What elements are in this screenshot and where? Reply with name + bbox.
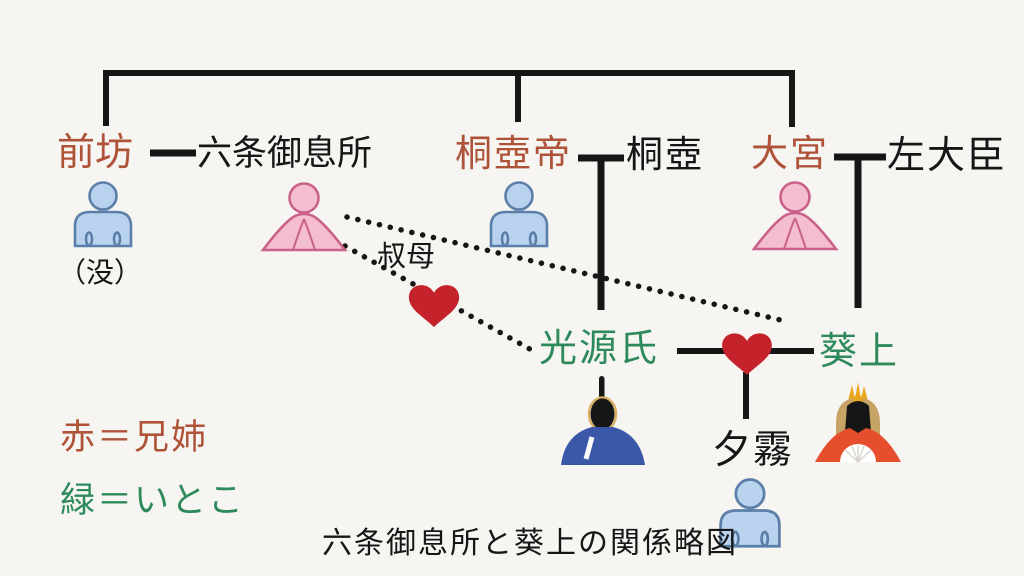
aunt-dotted-line [344,214,792,325]
genji-figure-icon [561,376,645,465]
aunt-note: 叔母 [377,241,436,273]
deceased-note: （没） [58,258,143,289]
label-yugiri: 夕霧 [712,429,795,472]
legend-red-siblings: 赤＝兄姉 [60,418,209,457]
label-kiritsubo: 桐壺 [626,135,704,176]
label-sadaijin: 左大臣 [887,135,1008,177]
kiritsubo-marriage-connector [578,154,624,310]
heart-icon [408,285,460,328]
heart-icon [722,333,772,375]
diagram-caption: 六条御息所と葵上の関係略図 [322,527,738,560]
label-omiya: 大宮 [751,134,829,175]
label-rokujo: 六条御息所 [197,134,373,173]
label-aoi: 葵上 [819,331,900,373]
label-genji: 光源氏 [539,328,660,370]
rokujo-person-icon [261,182,347,252]
zenbo-person-icon [73,181,133,248]
label-zenbo: 前坊 [57,132,134,174]
legend-green-cousins: 緑＝いとこ [60,481,246,520]
omiya-person-icon [752,181,838,251]
omiya-marriage-connector [834,153,886,308]
label-kiritsubo-tei: 桐壺帝 [455,134,572,175]
kiritsubo-tei-person-icon [489,181,549,248]
sibling-bracket-line [103,70,795,127]
aoi-figure-icon [815,382,901,463]
